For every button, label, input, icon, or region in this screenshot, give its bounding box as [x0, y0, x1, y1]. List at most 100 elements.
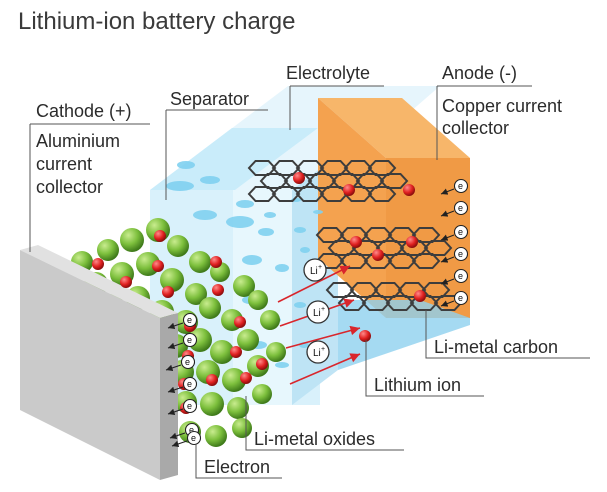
lithium-atom	[372, 249, 384, 261]
pore	[294, 227, 306, 233]
cathode-plate-edge	[160, 313, 178, 480]
ion-text: Li	[310, 266, 318, 277]
lithium-ion-marker: Li+	[306, 300, 330, 324]
separator-label: Separator	[170, 89, 250, 109]
lithium-atom	[212, 284, 224, 296]
ion-plus: +	[318, 264, 322, 271]
electron-circle	[186, 430, 202, 446]
lithium-atom	[414, 290, 426, 302]
leader-lines	[29, 85, 590, 479]
electron-circle	[453, 268, 469, 284]
pore	[226, 216, 254, 228]
oxide-particle	[200, 392, 224, 416]
electron-text: e	[458, 227, 463, 237]
electron-text: e	[458, 203, 463, 213]
oxide-particle	[248, 290, 268, 310]
electron-arrow	[167, 322, 184, 330]
electron-text: e	[191, 433, 196, 443]
ion-arrow	[285, 325, 361, 349]
lithium-atom	[210, 256, 222, 268]
oxide-particle	[167, 235, 189, 257]
electrolyte-label: Electrolyte	[286, 63, 371, 83]
pore	[193, 210, 217, 220]
li-metal-carbon-leader	[425, 310, 590, 359]
electron-marker: e	[440, 200, 469, 217]
electron-marker: e	[167, 312, 198, 330]
lithium-atom	[350, 236, 362, 248]
electron-circle	[453, 224, 469, 240]
oxide-particle	[120, 228, 144, 252]
graphite-ring	[367, 186, 397, 202]
lithium-ion-marker: Li+	[303, 258, 327, 282]
electron-circle	[182, 332, 198, 348]
ion-circle	[306, 340, 330, 364]
cathode-plate-side	[20, 245, 178, 318]
oxide-particle	[185, 283, 207, 305]
oxide-particle	[97, 239, 119, 261]
graphite-ring	[411, 253, 441, 269]
oxide-particle	[205, 425, 227, 447]
electron-arrow	[171, 440, 188, 448]
electrolyte-lower	[338, 300, 470, 370]
lithium-atom	[406, 236, 418, 248]
lithium-atom	[240, 372, 252, 384]
ion-circle	[306, 300, 330, 324]
anode-collector-line-2: collector	[442, 118, 510, 138]
electron-arrow	[165, 364, 182, 372]
oxide-particle	[210, 340, 234, 364]
lithium-atom	[343, 184, 355, 196]
graphite-ring	[271, 186, 301, 202]
graphite-ring	[423, 240, 453, 256]
electron-marker: e	[167, 398, 198, 416]
anode-label: Anode (-)	[442, 63, 518, 83]
lithium-atom	[92, 258, 104, 270]
ion-text: Li	[313, 308, 321, 319]
electron-arrow	[440, 278, 455, 285]
electron-arrow	[167, 386, 184, 394]
oxide-particle	[252, 384, 272, 404]
electron-arrow	[167, 408, 184, 416]
electron-marker: e	[440, 268, 469, 285]
cathode-label: Cathode (+)	[36, 101, 132, 121]
lithium-atom	[234, 316, 246, 328]
lithium-ion-marker: Li+	[306, 340, 330, 364]
graphite-ring	[339, 253, 369, 269]
pore	[294, 302, 306, 308]
anode-plate	[386, 158, 470, 318]
oxide-particle	[189, 251, 211, 273]
lithium-atom	[162, 286, 174, 298]
graphite-ring	[363, 253, 393, 269]
cathode-collector-line-2: current	[36, 154, 93, 174]
oxide-particle	[260, 310, 280, 330]
electron-marker: e	[167, 376, 198, 394]
graphite-ring	[295, 186, 325, 202]
graphite-ring	[319, 186, 349, 202]
lithium-ion-label: Lithium ion	[374, 375, 462, 395]
electron-text: e	[458, 271, 463, 281]
electron-leader	[195, 444, 282, 479]
electron-marker: e	[440, 290, 469, 307]
lithium-atom	[230, 346, 242, 358]
cathode-particles	[71, 218, 286, 447]
oxide-particle	[222, 368, 246, 392]
pore	[166, 181, 194, 191]
oxide-particle	[227, 397, 249, 419]
graphite-ring	[361, 295, 391, 311]
electron-text: e	[187, 379, 192, 389]
lithium-atom	[154, 230, 166, 242]
pore	[177, 161, 195, 169]
lithium-atom	[120, 276, 132, 288]
oxide-particle	[232, 418, 252, 438]
electron-marker: e	[165, 354, 196, 372]
electron-text: e	[458, 249, 463, 259]
pore	[275, 264, 289, 272]
oxide-particle	[237, 329, 259, 351]
electron-arrow	[167, 342, 184, 350]
pore	[264, 212, 276, 218]
electron-circle	[180, 354, 196, 370]
lithium-atom	[359, 330, 371, 342]
electron-marker: e	[167, 332, 198, 350]
